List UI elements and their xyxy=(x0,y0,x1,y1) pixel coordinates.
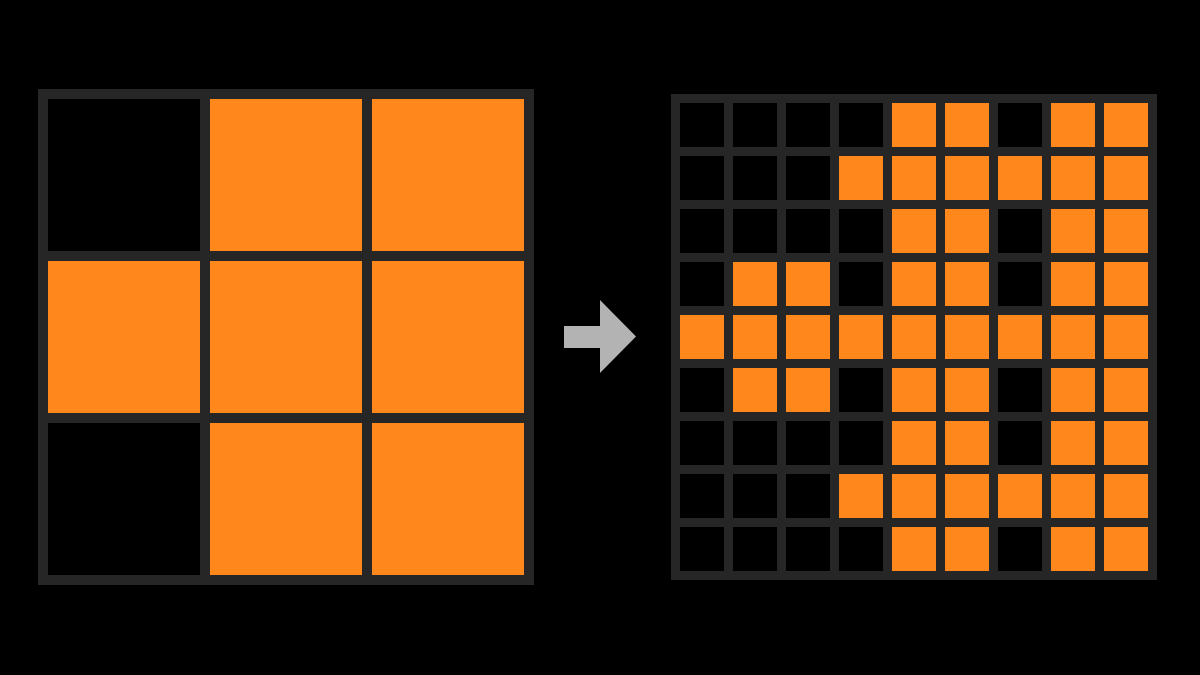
input-cell-2-1-filled xyxy=(210,423,362,575)
output-cell-5-7-filled xyxy=(1051,368,1095,412)
output-cell-7-2-empty xyxy=(786,474,830,518)
input-cell-0-0-empty xyxy=(48,99,200,251)
input-cell-1-0-filled xyxy=(48,261,200,413)
right-arrow-icon xyxy=(564,300,636,373)
output-cell-5-3-empty xyxy=(839,368,883,412)
output-cell-1-4-filled xyxy=(892,156,936,200)
output-cell-7-5-filled xyxy=(945,474,989,518)
output-cell-3-2-filled xyxy=(786,262,830,306)
output-cell-1-8-filled xyxy=(1104,156,1148,200)
output-cell-7-3-filled xyxy=(839,474,883,518)
input-cell-1-2-filled xyxy=(372,261,524,413)
output-cell-1-6-filled xyxy=(998,156,1042,200)
output-cell-8-1-empty xyxy=(733,527,777,571)
output-cell-6-2-empty xyxy=(786,421,830,465)
output-cell-3-6-empty xyxy=(998,262,1042,306)
output-cell-8-4-filled xyxy=(892,527,936,571)
output-cell-6-5-filled xyxy=(945,421,989,465)
output-cell-1-1-empty xyxy=(733,156,777,200)
input-cell-0-2-filled xyxy=(372,99,524,251)
output-cell-2-0-empty xyxy=(680,209,724,253)
output-cell-7-4-filled xyxy=(892,474,936,518)
output-cell-5-8-filled xyxy=(1104,368,1148,412)
output-cell-0-4-filled xyxy=(892,103,936,147)
input-cell-2-0-empty xyxy=(48,423,200,575)
output-cell-3-1-filled xyxy=(733,262,777,306)
output-cell-5-1-filled xyxy=(733,368,777,412)
output-cell-4-8-filled xyxy=(1104,315,1148,359)
output-grid xyxy=(671,94,1157,580)
output-cell-6-1-empty xyxy=(733,421,777,465)
output-cell-4-4-filled xyxy=(892,315,936,359)
output-cell-4-0-filled xyxy=(680,315,724,359)
output-cell-2-6-empty xyxy=(998,209,1042,253)
output-cell-5-2-filled xyxy=(786,368,830,412)
output-cell-6-8-filled xyxy=(1104,421,1148,465)
output-cell-6-0-empty xyxy=(680,421,724,465)
output-cell-1-7-filled xyxy=(1051,156,1095,200)
output-cell-7-1-empty xyxy=(733,474,777,518)
output-cell-8-5-filled xyxy=(945,527,989,571)
output-cell-1-5-filled xyxy=(945,156,989,200)
output-cell-1-3-filled xyxy=(839,156,883,200)
input-cell-2-2-filled xyxy=(372,423,524,575)
output-cell-1-0-empty xyxy=(680,156,724,200)
output-cell-0-3-empty xyxy=(839,103,883,147)
output-cell-4-1-filled xyxy=(733,315,777,359)
output-cell-0-7-filled xyxy=(1051,103,1095,147)
output-cell-0-5-filled xyxy=(945,103,989,147)
output-cell-8-8-filled xyxy=(1104,527,1148,571)
output-cell-8-0-empty xyxy=(680,527,724,571)
output-cell-0-0-empty xyxy=(680,103,724,147)
output-cell-8-7-filled xyxy=(1051,527,1095,571)
output-cell-3-7-filled xyxy=(1051,262,1095,306)
output-cell-7-0-empty xyxy=(680,474,724,518)
output-cell-5-4-filled xyxy=(892,368,936,412)
output-cell-6-3-empty xyxy=(839,421,883,465)
output-cell-2-7-filled xyxy=(1051,209,1095,253)
output-cell-5-0-empty xyxy=(680,368,724,412)
output-cell-2-5-filled xyxy=(945,209,989,253)
output-cell-5-5-filled xyxy=(945,368,989,412)
output-cell-4-3-filled xyxy=(839,315,883,359)
output-cell-4-6-filled xyxy=(998,315,1042,359)
output-cell-8-3-empty xyxy=(839,527,883,571)
output-cell-6-4-filled xyxy=(892,421,936,465)
output-cell-0-6-empty xyxy=(998,103,1042,147)
output-cell-7-8-filled xyxy=(1104,474,1148,518)
output-cell-4-7-filled xyxy=(1051,315,1095,359)
output-cell-2-4-filled xyxy=(892,209,936,253)
output-cell-8-2-empty xyxy=(786,527,830,571)
output-cell-3-4-filled xyxy=(892,262,936,306)
output-cell-2-2-empty xyxy=(786,209,830,253)
output-cell-2-3-empty xyxy=(839,209,883,253)
output-cell-3-5-filled xyxy=(945,262,989,306)
output-cell-7-7-filled xyxy=(1051,474,1095,518)
output-cell-7-6-filled xyxy=(998,474,1042,518)
output-cell-4-2-filled xyxy=(786,315,830,359)
output-cell-0-1-empty xyxy=(733,103,777,147)
input-grid xyxy=(38,89,534,585)
output-cell-3-3-empty xyxy=(839,262,883,306)
output-cell-0-8-filled xyxy=(1104,103,1148,147)
output-cell-6-6-empty xyxy=(998,421,1042,465)
output-cell-3-0-empty xyxy=(680,262,724,306)
arrow-shape xyxy=(564,300,636,373)
output-cell-1-2-empty xyxy=(786,156,830,200)
output-cell-8-6-empty xyxy=(998,527,1042,571)
output-cell-2-8-filled xyxy=(1104,209,1148,253)
input-cell-0-1-filled xyxy=(210,99,362,251)
output-cell-2-1-empty xyxy=(733,209,777,253)
output-cell-3-8-filled xyxy=(1104,262,1148,306)
output-cell-6-7-filled xyxy=(1051,421,1095,465)
input-cell-1-1-filled xyxy=(210,261,362,413)
output-cell-5-6-empty xyxy=(998,368,1042,412)
output-cell-4-5-filled xyxy=(945,315,989,359)
output-cell-0-2-empty xyxy=(786,103,830,147)
